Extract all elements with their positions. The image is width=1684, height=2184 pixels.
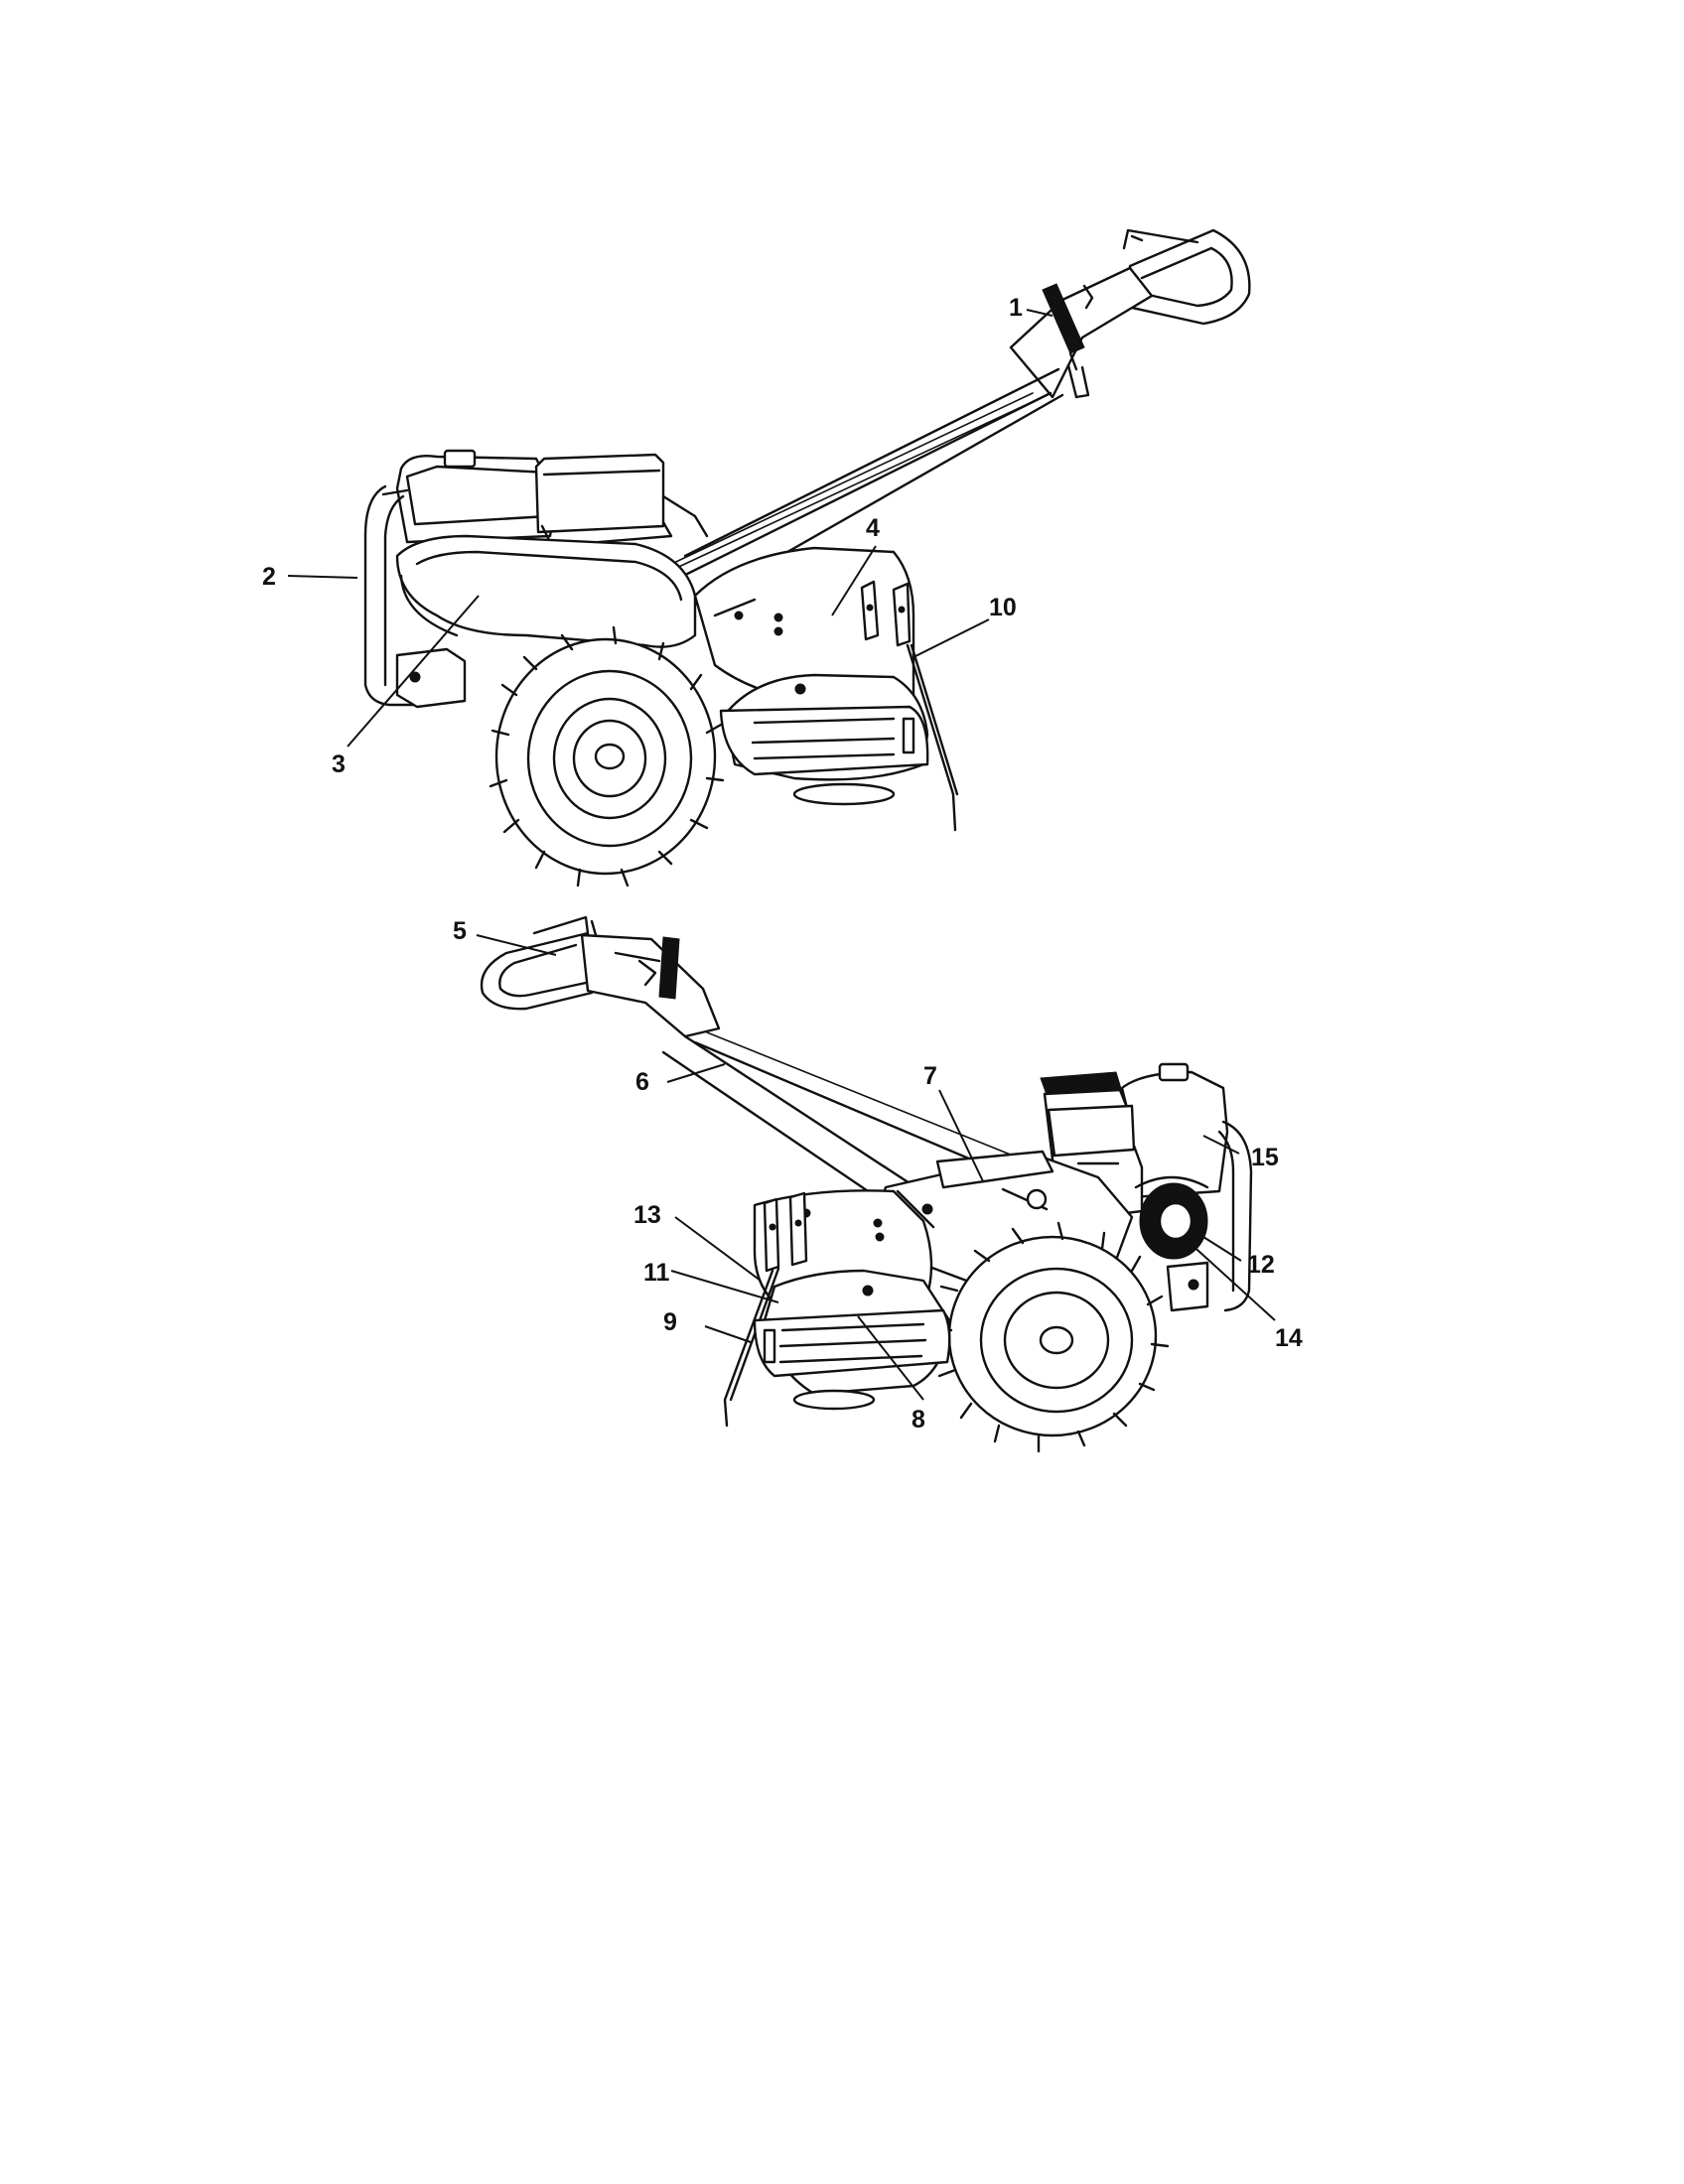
front-bumper — [363, 484, 419, 707]
speed-lever-lower — [637, 936, 680, 1000]
callout-13: 13 — [633, 1201, 661, 1229]
depth-bar — [860, 580, 959, 832]
tine-hood — [693, 546, 915, 703]
recoil-starter — [1134, 1175, 1209, 1260]
callout-4: 4 — [866, 514, 880, 542]
callout-7: 7 — [923, 1062, 937, 1090]
drive-wheel-lower — [933, 1221, 1170, 1453]
depth-bar-lower — [723, 1191, 808, 1428]
callout-5: 5 — [453, 917, 467, 945]
callout-11: 11 — [643, 1259, 670, 1287]
callout-2: 2 — [262, 563, 276, 591]
engine — [395, 449, 709, 548]
tine-flap — [719, 673, 929, 806]
handlebar-rear — [480, 915, 598, 1011]
callout-6: 6 — [635, 1068, 649, 1096]
lower-leaders — [476, 934, 1276, 1401]
tiller-lower-view — [476, 915, 1276, 1453]
callout-1: 1 — [1009, 294, 1023, 322]
callout-9: 9 — [663, 1308, 677, 1336]
upper-leaders — [287, 309, 1053, 748]
front-bumper-lower — [1166, 1120, 1253, 1312]
drive-wheel — [489, 625, 725, 887]
callout-8: 8 — [912, 1406, 925, 1433]
tiller-upper-view — [287, 228, 1251, 887]
callout-14: 14 — [1275, 1324, 1303, 1352]
tine-flap-lower — [753, 1269, 951, 1411]
speed-lever — [1042, 283, 1094, 399]
callout-3: 3 — [332, 751, 346, 778]
callout-12: 12 — [1247, 1251, 1275, 1279]
front-bracket — [395, 647, 467, 709]
callout-10: 10 — [989, 594, 1017, 621]
handlebar — [1122, 228, 1251, 326]
side-shield — [395, 534, 697, 648]
callout-15: 15 — [1251, 1144, 1279, 1171]
